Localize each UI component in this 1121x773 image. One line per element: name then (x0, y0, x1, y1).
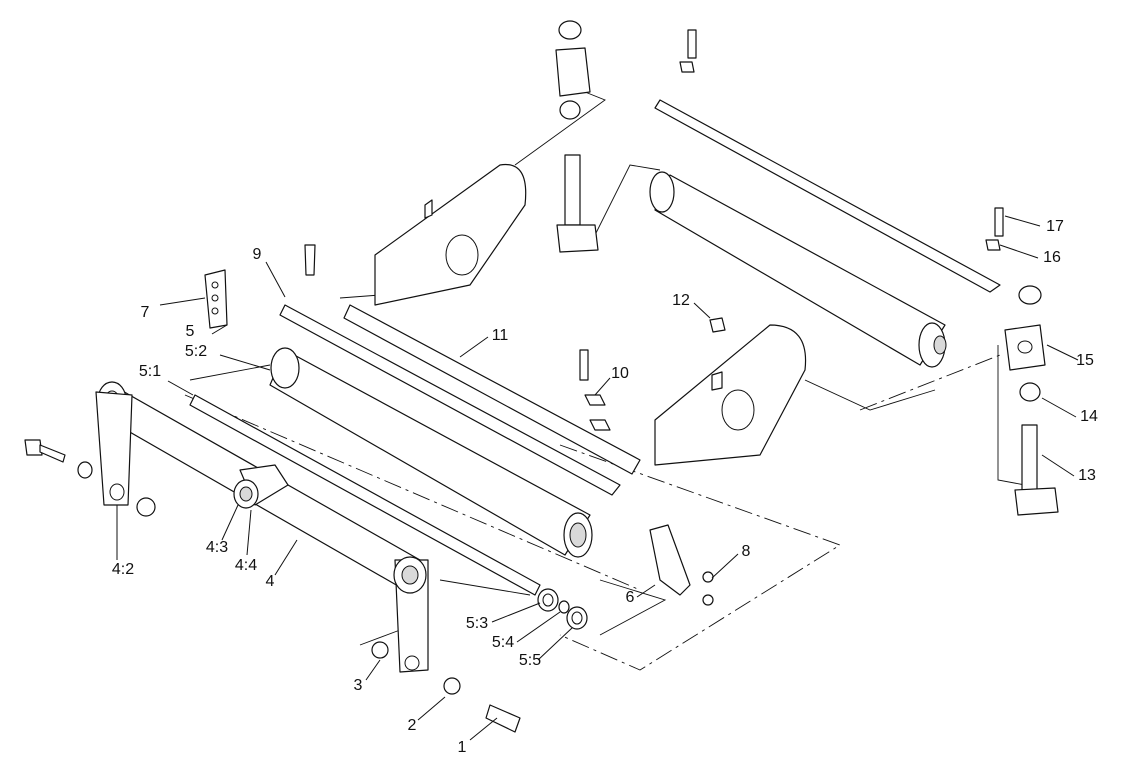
side-plate-left (374, 163, 527, 306)
left-arm-4-2 (95, 391, 133, 506)
callout-4-4: 4:4 (235, 557, 257, 574)
nut-15-block-14-post-13 (1004, 285, 1059, 516)
roller-5 (269, 347, 593, 558)
callout-14: 14 (1080, 408, 1098, 425)
callout-10: 10 (611, 365, 629, 382)
callout-5-1: 5:1 (139, 363, 161, 380)
bracket-7 (204, 269, 228, 329)
callout-12: 12 (672, 292, 690, 309)
callout-17: 17 (1046, 218, 1064, 235)
callout-16: 16 (1043, 249, 1061, 266)
top-vertical-assembly (555, 20, 599, 253)
callout-8: 8 (742, 543, 751, 560)
callout-5-3: 5:3 (466, 615, 488, 632)
bolt-17-nut-16 (985, 207, 1004, 251)
shaft-5-1 (189, 394, 541, 596)
callout-3: 3 (354, 677, 363, 694)
callout-5: 5 (186, 323, 195, 340)
callout-13: 13 (1078, 467, 1096, 484)
upper-roller (649, 171, 947, 368)
upper-bar (654, 29, 1001, 293)
callout-2: 2 (408, 717, 417, 734)
assembly-guides (184, 89, 1026, 671)
bolts-10 (579, 349, 611, 431)
callout-1: 1 (458, 739, 467, 756)
callout-5-2: 5:2 (185, 343, 207, 360)
right-arm (393, 556, 429, 673)
bolt-1-washer-2-bushing-3 (371, 641, 521, 733)
callout-4-2: 4:2 (112, 561, 134, 578)
bar-9 (279, 244, 621, 496)
callout-4: 4 (266, 573, 275, 590)
leader-lines (116, 215, 1079, 741)
bolt-left (24, 439, 156, 517)
callout-11: 11 (492, 327, 509, 344)
callout-7: 7 (141, 304, 150, 321)
callout-9: 9 (253, 246, 262, 263)
callout-15: 15 (1076, 352, 1094, 369)
callout-5-4: 5:4 (492, 634, 514, 651)
bracket-6 (649, 524, 714, 606)
side-plate-right (654, 324, 807, 466)
callout-5-5: 5:5 (519, 652, 541, 669)
bearing-5-3-ring-5-4-bushing-5-5 (537, 588, 588, 630)
bolt-12 (709, 317, 726, 333)
callout-6: 6 (626, 589, 635, 606)
bearing-housing-4-3 (233, 464, 289, 509)
tie-rod-11 (343, 304, 641, 475)
callout-labels: 1 2 3 4 4:2 4:3 4:4 5 5:1 5:2 5:3 5:4 5:… (112, 218, 1098, 756)
callout-4-3: 4:3 (206, 539, 228, 556)
